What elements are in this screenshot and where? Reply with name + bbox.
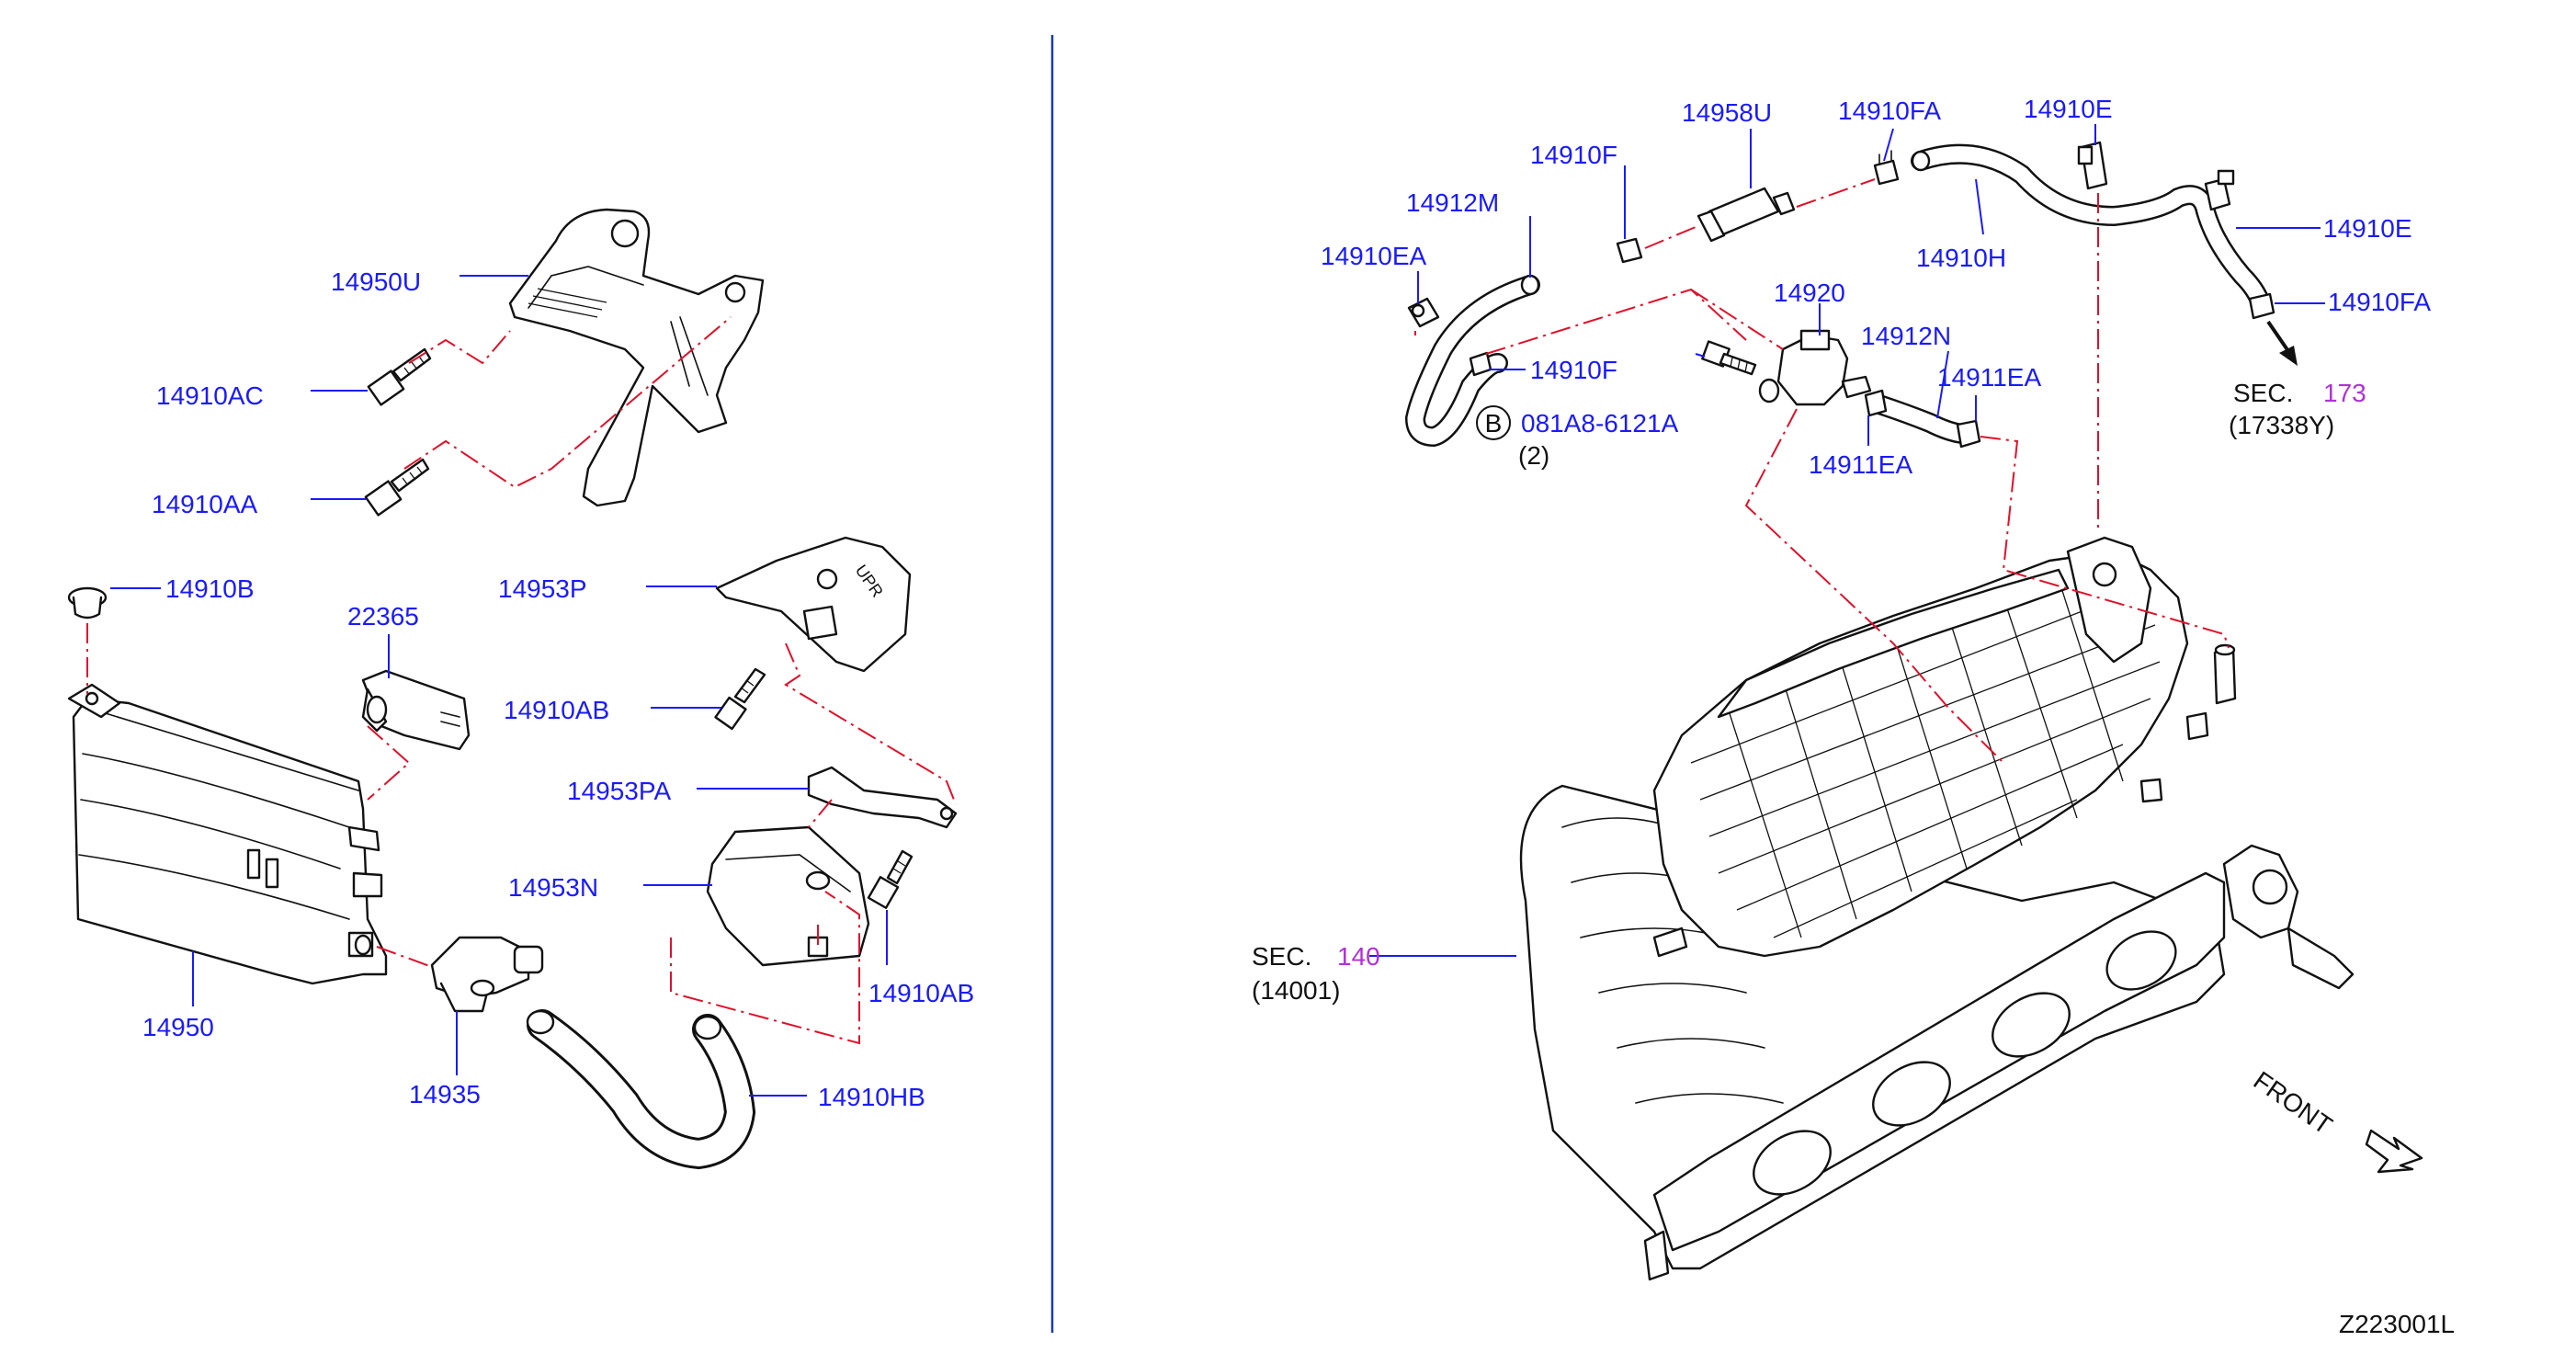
- hose-14910HB-drawing: [526, 1009, 756, 1170]
- bolt-qty: (2): [1518, 441, 1549, 470]
- clamp-14910E-right-drawing: [2204, 169, 2235, 211]
- sec140-prefix: SEC.: [1252, 942, 1311, 971]
- label-14910E-top: 14910E: [2024, 95, 2113, 123]
- bolt-badge: B: [1485, 409, 1503, 438]
- label-14920: 14920: [1774, 278, 1845, 307]
- label-14935: 14935: [409, 1080, 481, 1108]
- sec140-number: 140: [1337, 942, 1380, 971]
- bracket-14953P-drawing: UPR: [715, 536, 912, 673]
- bolt-14910AC-drawing: [367, 347, 432, 406]
- hose-14912M-drawing: [1404, 274, 1540, 448]
- label-14912N: 14912N: [1861, 322, 1951, 350]
- label-14911EA-bottom: 14911EA: [1809, 450, 1912, 479]
- label-14910H: 14910H: [1916, 244, 2006, 272]
- canister-14950-drawing: [67, 683, 388, 985]
- label-14910FA-top: 14910FA: [1838, 97, 1941, 125]
- front-indicator: FRONT: [2249, 1066, 2423, 1174]
- label-14950U: 14950U: [331, 267, 421, 296]
- box-14953N-drawing: [706, 825, 870, 967]
- valve-14920-drawing: [1758, 329, 1872, 406]
- sec173-number: 173: [2323, 379, 2366, 407]
- right-dashed-leaders: [1414, 178, 2230, 764]
- label-14910EA: 14910EA: [1321, 242, 1427, 270]
- bolt-081A8-drawing: [1701, 340, 1757, 376]
- bracket-14953PA-drawing: [807, 766, 958, 829]
- sec173-prefix: SEC.: [2233, 379, 2293, 407]
- grommet-14910B-drawing: [67, 586, 108, 619]
- diagram-code: Z223001L: [2339, 1310, 2455, 1338]
- right-leader-lines: [1369, 124, 2325, 957]
- bracket-14950U-drawing: [508, 208, 765, 507]
- label-14953N: 14953N: [508, 873, 598, 902]
- bolt-code: 081A8-6121A: [1521, 409, 1679, 438]
- label-14910E-right: 14910E: [2323, 214, 2412, 243]
- clamp-14910EA-drawing: [1407, 297, 1440, 328]
- sensor-22365-drawing: [361, 669, 471, 751]
- label-22365: 22365: [347, 602, 419, 631]
- bolt-14910AB-top-drawing: [714, 667, 766, 731]
- left-leader-lines: [110, 275, 888, 1097]
- label-14912M: 14912M: [1406, 188, 1499, 217]
- label-14910B: 14910B: [165, 574, 255, 603]
- label-14910AB-bottom: 14910AB: [868, 979, 974, 1007]
- clamp-14910F-top-drawing: [1616, 237, 1643, 264]
- label-14910AA: 14910AA: [152, 490, 258, 518]
- sec140-ref: (14001): [1252, 976, 1341, 1005]
- clamp-14910FA-right-drawing: [2248, 292, 2275, 320]
- label-14910F-top: 14910F: [1530, 141, 1617, 169]
- label-14910FA-right: 14910FA: [2328, 288, 2431, 316]
- clamp-14910E-top-drawing: [2077, 141, 2108, 190]
- section-ref-140: SEC. 140 (14001): [1252, 942, 1380, 1005]
- bolt-14910AB-bottom-drawing: [867, 849, 914, 909]
- label-14910AC: 14910AC: [156, 381, 264, 410]
- section-ref-173: SEC. 173 (17338Y): [2229, 379, 2366, 439]
- bolt-badge-circle: [1476, 405, 1511, 440]
- left-dashed-leaders: [86, 316, 957, 1045]
- bolt-spec: B 081A8-6121A (2): [1476, 405, 1679, 470]
- label-14953PA: 14953PA: [567, 777, 671, 805]
- label-14910HB: 14910HB: [818, 1083, 925, 1111]
- label-14958U: 14958U: [1682, 98, 1772, 127]
- bolt-14910AA-drawing: [364, 458, 430, 517]
- label-14910AB-top: 14910AB: [504, 696, 609, 724]
- hose-14912N-drawing: [1864, 389, 1981, 449]
- valve-14958U-drawing: [1697, 187, 1796, 243]
- front-label: FRONT: [2249, 1066, 2338, 1141]
- label-14911EA-top: 14911EA: [1937, 363, 2041, 392]
- front-direction-arrow-icon: [2365, 1129, 2423, 1174]
- label-14910F-mid: 14910F: [1530, 356, 1617, 384]
- label-14953P: 14953P: [498, 574, 587, 603]
- label-14950: 14950: [142, 1013, 214, 1041]
- intake-manifold-drawing: [1519, 536, 2355, 1281]
- hose-14910H-drawing: [1911, 143, 2271, 313]
- sec173-ref: (17338Y): [2229, 411, 2334, 439]
- clamp-14910FA-top-drawing: [1873, 150, 1900, 186]
- sec173-arrow-drawing: [2266, 320, 2298, 366]
- valve-14935-drawing: [430, 936, 544, 1013]
